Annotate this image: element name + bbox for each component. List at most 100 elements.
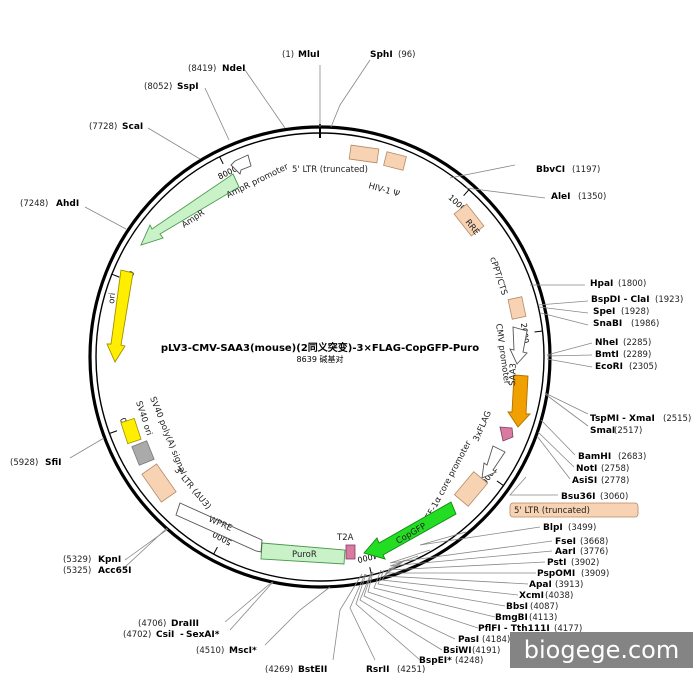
site-num-pasi: (4184)	[482, 635, 510, 645]
lead-bspei	[355, 573, 421, 661]
site-name-rsrii: RsrII	[366, 665, 389, 675]
site-labels: (1) MluI SphI (96) BbvCI (1197) AleI (13…	[10, 50, 691, 675]
lead-rsrii	[349, 573, 376, 661]
lead-kpni	[124, 528, 169, 561]
lead-sphi	[330, 59, 371, 128]
site-num-alei: (1350)	[578, 192, 606, 202]
feature-label-3xflag: 3xFLAG	[472, 409, 494, 443]
site-num-ecori: (2305)	[629, 362, 657, 372]
site-name-ecori: EcoRI	[595, 362, 623, 372]
site-num-ahdi: (7248)	[20, 199, 48, 209]
lead-pflfi	[367, 571, 479, 629]
site-name-bbvci: BbvCI	[536, 165, 565, 175]
site-num-hpai: (1800)	[618, 279, 646, 289]
site-name-blpi: BlpI	[543, 523, 563, 533]
site-name-bsiwi: BsiWI	[443, 646, 472, 656]
lead-noti	[537, 431, 575, 468]
site-name-sfii: SfiI	[45, 458, 62, 468]
site-num-apai: (3913)	[555, 580, 583, 590]
site-num-bmti: (2289)	[623, 350, 651, 360]
site-num-sphi: (96)	[398, 50, 415, 60]
site-num-bbvci: (1197)	[572, 165, 600, 175]
feature-ampr-promoter	[230, 154, 252, 175]
lead-psti	[387, 559, 546, 571]
site-name-pflfi: PflFI - Tth111I	[478, 624, 550, 634]
site-name-ahdi: AhdI	[56, 199, 79, 209]
site-name-draiii: DraIII	[171, 619, 199, 629]
site-sep-csii: -	[180, 630, 184, 640]
feature-label-t2a: T2A	[336, 533, 354, 543]
site-num-msci: (4510)	[196, 646, 224, 656]
lead-xcmi	[381, 567, 519, 596]
site-num-scai: (7728)	[89, 122, 117, 132]
site-name-ndei: NdeI	[222, 64, 245, 74]
tick-mark	[463, 189, 470, 196]
plasmid-subtitle: 8639 碱基对	[297, 354, 344, 364]
site-name-csii: CsiI	[156, 630, 174, 640]
lead-bsiwi	[359, 572, 443, 651]
lead-aari	[389, 550, 553, 567]
site-name-bbsi: BbsI	[506, 602, 528, 612]
watermark: biogege.com	[510, 632, 693, 668]
feature-copgfp	[363, 501, 457, 560]
feature-ef1a	[481, 445, 506, 479]
site-name-sexai: SexAI*	[186, 630, 220, 640]
site-num-bsu36i: (3060)	[600, 492, 628, 502]
site-name-apai: ApaI	[529, 580, 552, 590]
site-name-alei: AleI	[551, 192, 571, 202]
feature-3ltr	[141, 463, 177, 503]
lead-snabi	[540, 312, 589, 326]
lead-acc65i	[124, 527, 168, 568]
site-name-mlui: MluI	[298, 50, 320, 60]
site-num-aari: (3776)	[580, 547, 608, 557]
tick-mark	[496, 480, 504, 486]
leader-lines	[69, 59, 593, 661]
lead-smai	[544, 393, 589, 427]
lead-pasi	[363, 571, 456, 640]
tick-mark	[534, 330, 543, 333]
site-num-nhei: (2285)	[623, 338, 651, 348]
lead-ecori	[546, 358, 593, 368]
site-name-bsu36i: Bsu36I	[561, 492, 596, 502]
site-num-rsrii: (4251)	[397, 665, 425, 675]
site-num-bbsi: (4087)	[530, 602, 558, 612]
feature-cmv	[509, 326, 528, 365]
site-num-sfii: (5928)	[10, 458, 38, 468]
site-name-msci: MscI*	[229, 646, 257, 656]
site-num-csii: (4702)	[123, 630, 151, 640]
lead-bbvci	[449, 164, 516, 179]
feature-wpre	[175, 502, 263, 553]
feature-5ltr-top	[348, 144, 380, 164]
watermark-text: biogege.com	[523, 636, 680, 664]
lead-bmgbi	[373, 569, 496, 618]
site-num-ndei: (8419)	[188, 64, 216, 74]
features-layer: 5' LTR (truncated) HIV-1 Ψ RRE cPPT/CTS …	[106, 144, 639, 565]
feature-t2a	[345, 544, 356, 560]
site-num-snabi: (1986)	[631, 319, 659, 329]
site-name-noti: NotI	[576, 464, 597, 474]
site-name-bmti: BmtI	[595, 350, 619, 360]
site-name-pspomi: PspOMI	[537, 569, 575, 579]
site-name-tspmi: TspMI - XmaI	[590, 414, 655, 424]
site-num-acc65i: (5325)	[63, 566, 91, 576]
lead-alei	[465, 187, 546, 199]
lead-bamhi	[540, 419, 576, 456]
feature-sv40-ori	[120, 417, 142, 445]
lead-csii	[229, 581, 274, 631]
lead-draiii	[224, 581, 273, 623]
lead-ndei	[244, 69, 286, 129]
site-num-smai: (2517)	[614, 426, 642, 436]
site-name-bsteii: BstEII	[298, 665, 327, 675]
site-name-nhei: NheI	[595, 338, 618, 348]
feature-3xflag	[499, 426, 514, 442]
site-num-pspomi: (3909)	[581, 569, 609, 579]
feature-hiv-psi	[383, 151, 407, 171]
lead-apai	[382, 560, 529, 585]
site-name-pasi: PasI	[458, 635, 479, 645]
site-name-acc65i: Acc65I	[98, 566, 132, 576]
tick-mark	[219, 156, 224, 165]
site-num-bmgbi: (4113)	[529, 613, 557, 623]
tick-mark	[213, 546, 218, 555]
feature-5ltr-lower	[453, 471, 489, 507]
